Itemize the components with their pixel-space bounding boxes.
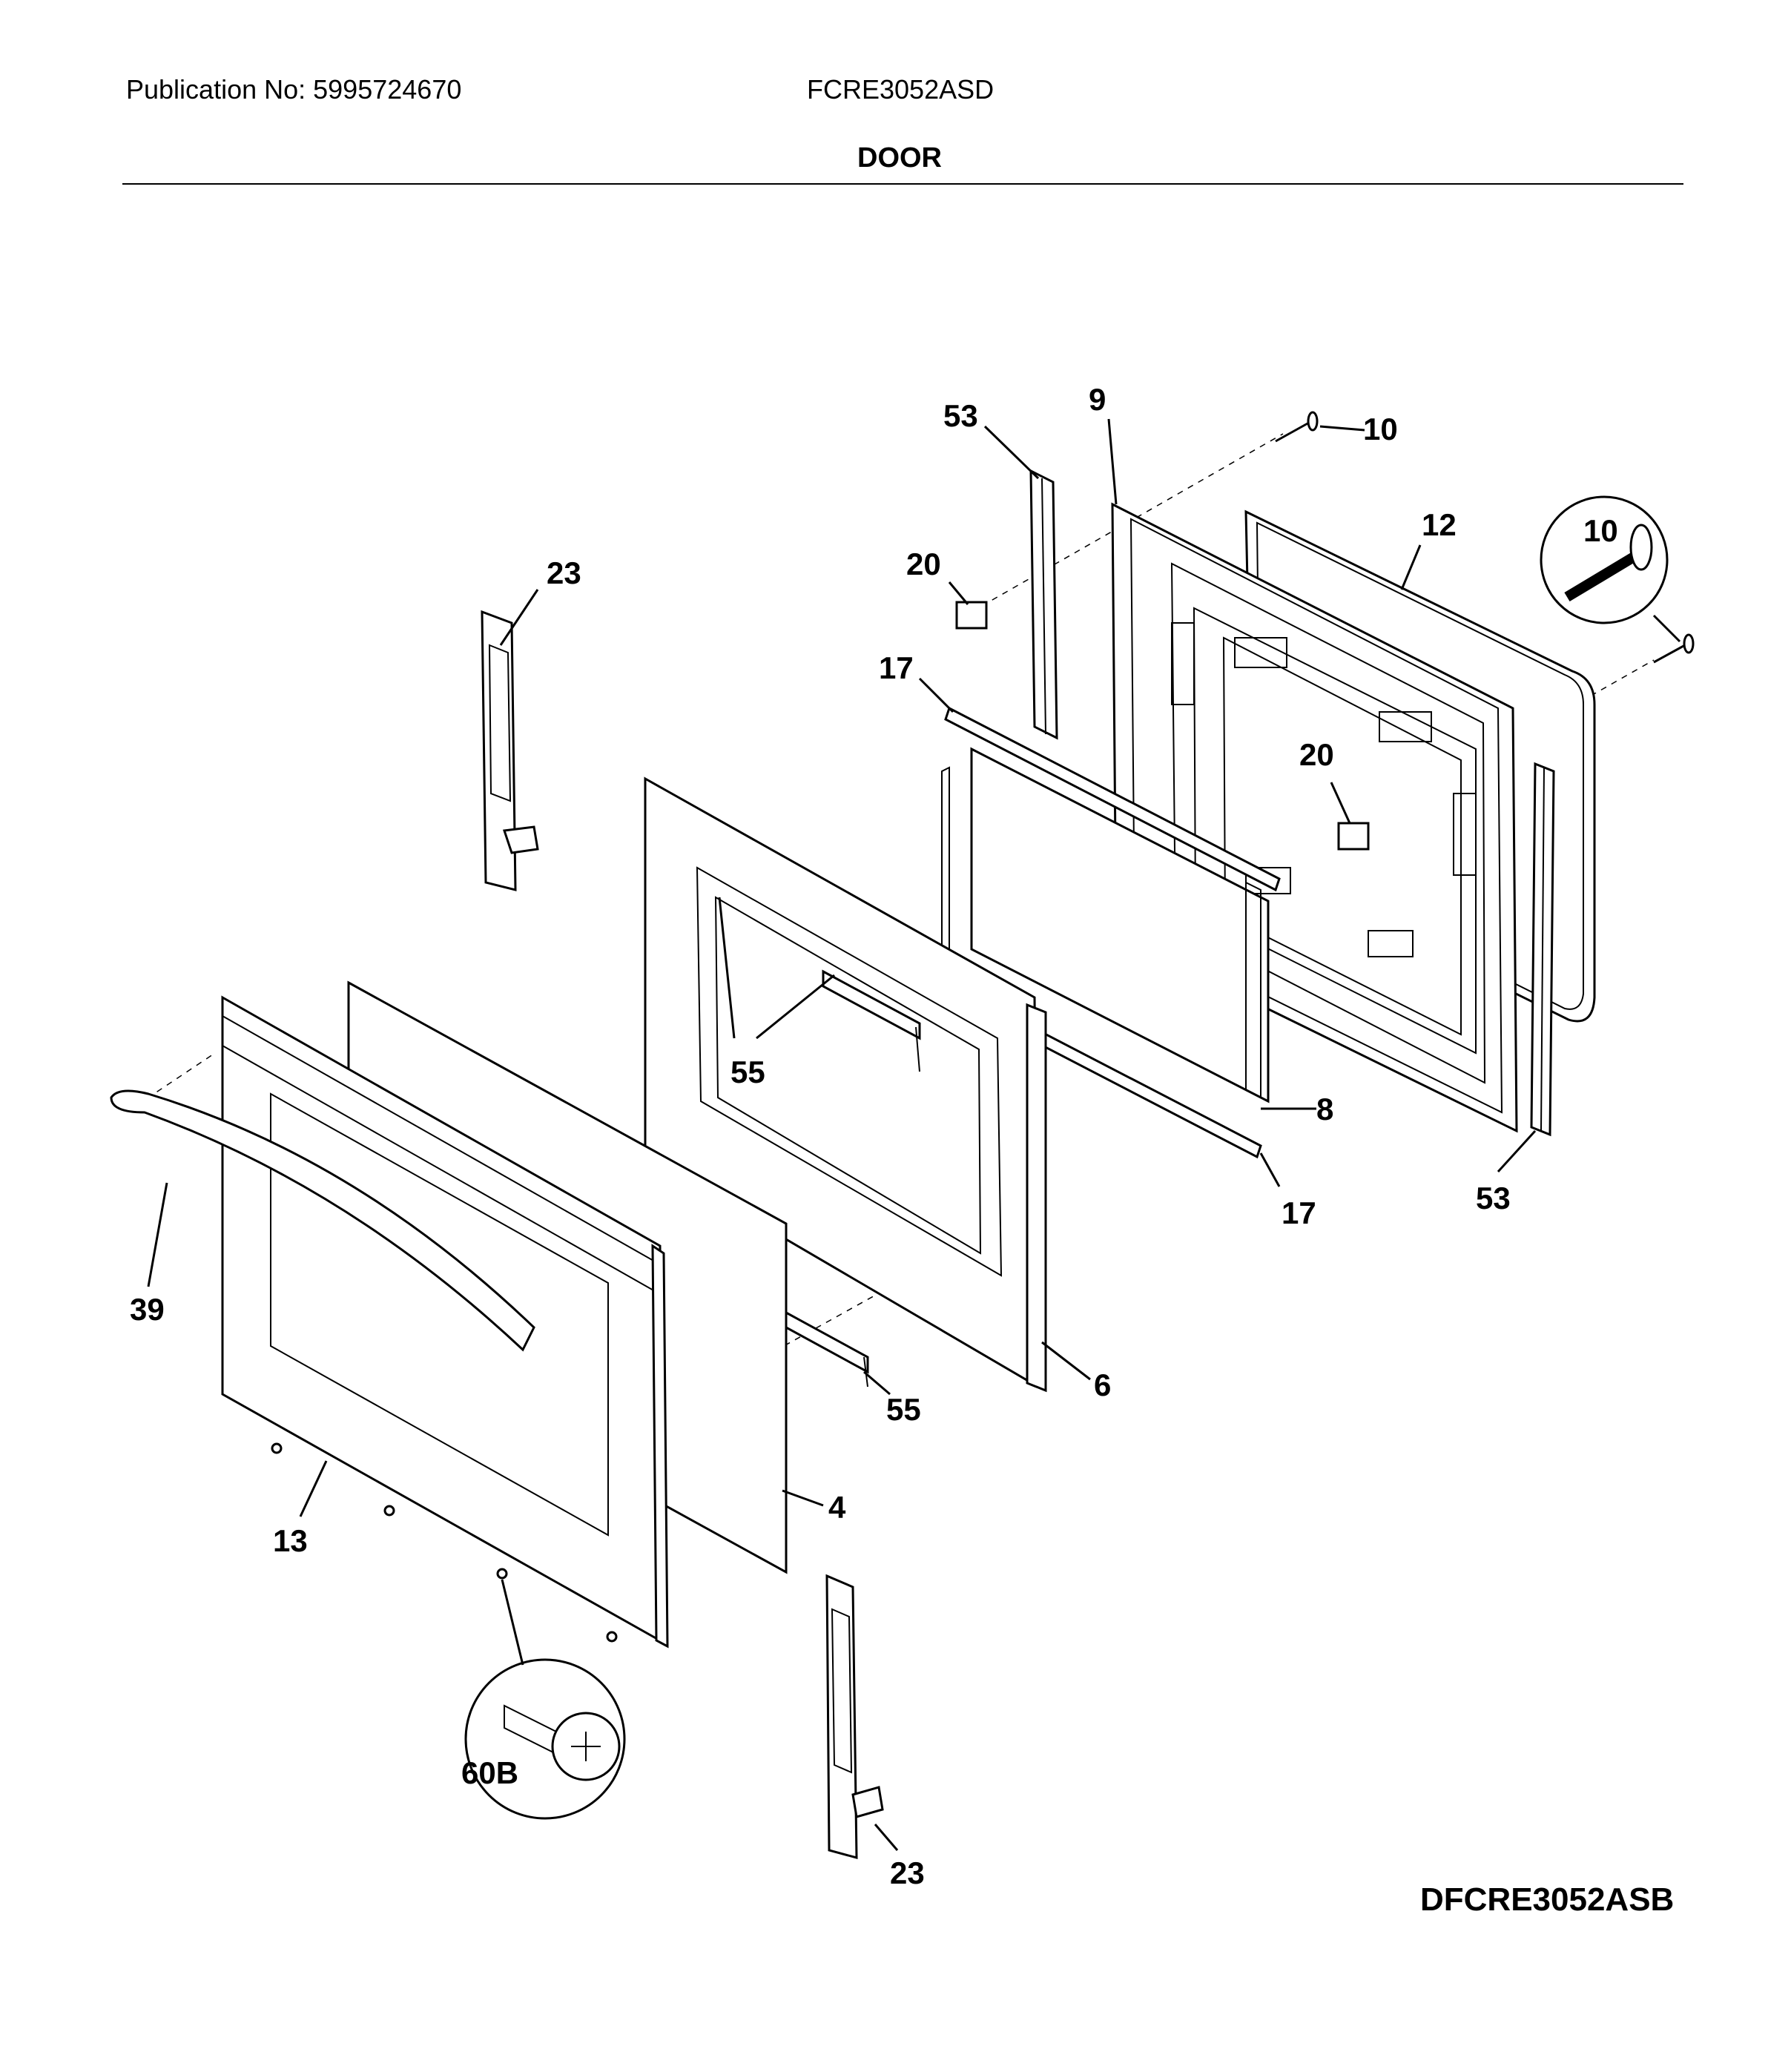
callout-23-lower: 23 — [890, 1855, 925, 1890]
door-handle — [110, 1089, 535, 1352]
screw-upper — [1275, 411, 1319, 443]
callout-4: 4 — [828, 1490, 846, 1525]
callout-53-right: 53 — [1476, 1181, 1511, 1215]
callout-60b: 60B — [461, 1755, 518, 1790]
callout-9: 9 — [1089, 382, 1106, 417]
callout-17-lower: 17 — [1282, 1195, 1316, 1230]
callout-12: 12 — [1422, 507, 1457, 542]
screw-detail-circle — [1540, 495, 1681, 643]
callout-23-top: 23 — [547, 555, 581, 590]
screw-60b-detail — [464, 1579, 626, 1820]
outer-door-panel — [221, 995, 669, 1649]
clip-upper — [955, 601, 988, 630]
publication-number: Publication No: 5995724670 — [126, 74, 462, 105]
callout-55-lower: 55 — [886, 1392, 921, 1427]
door-frame — [644, 776, 1047, 1393]
callout-53-top: 53 — [943, 398, 978, 433]
hinge-receptacle-lower — [785, 1310, 869, 1388]
hinge-upper — [481, 610, 539, 891]
callout-39: 39 — [130, 1292, 165, 1327]
callout-6: 6 — [1094, 1367, 1111, 1402]
callout-55-upper: 55 — [730, 1055, 765, 1089]
callout-20-lower: 20 — [1299, 737, 1334, 772]
panel-screws — [271, 1442, 618, 1643]
hinge-receptacle-upper — [822, 969, 921, 1072]
header-rule — [122, 183, 1683, 185]
callout-10-top: 10 — [1363, 412, 1398, 446]
callout-13: 13 — [273, 1523, 308, 1558]
callout-20-top: 20 — [906, 547, 941, 581]
leader-lines — [147, 418, 1537, 1851]
screw-right — [1653, 633, 1695, 664]
hinge-lower — [825, 1574, 884, 1859]
callout-10-detail: 10 — [1583, 513, 1618, 548]
model-number: FCRE3052ASD — [807, 74, 995, 105]
callout-8: 8 — [1316, 1092, 1333, 1126]
glass-channel-upper — [944, 706, 1281, 892]
callout-17-top: 17 — [879, 650, 914, 685]
drawing-id: DFCRE3052ASB — [1420, 1881, 1675, 1918]
clip-lower — [1337, 822, 1370, 851]
section-title: DOOR — [857, 142, 942, 174]
rail-upper — [1029, 469, 1058, 740]
callout-labels: 53 9 10 12 10 20 23 17 20 55 8 53 17 39 … — [130, 382, 1618, 1890]
rail-right — [1530, 762, 1555, 1137]
